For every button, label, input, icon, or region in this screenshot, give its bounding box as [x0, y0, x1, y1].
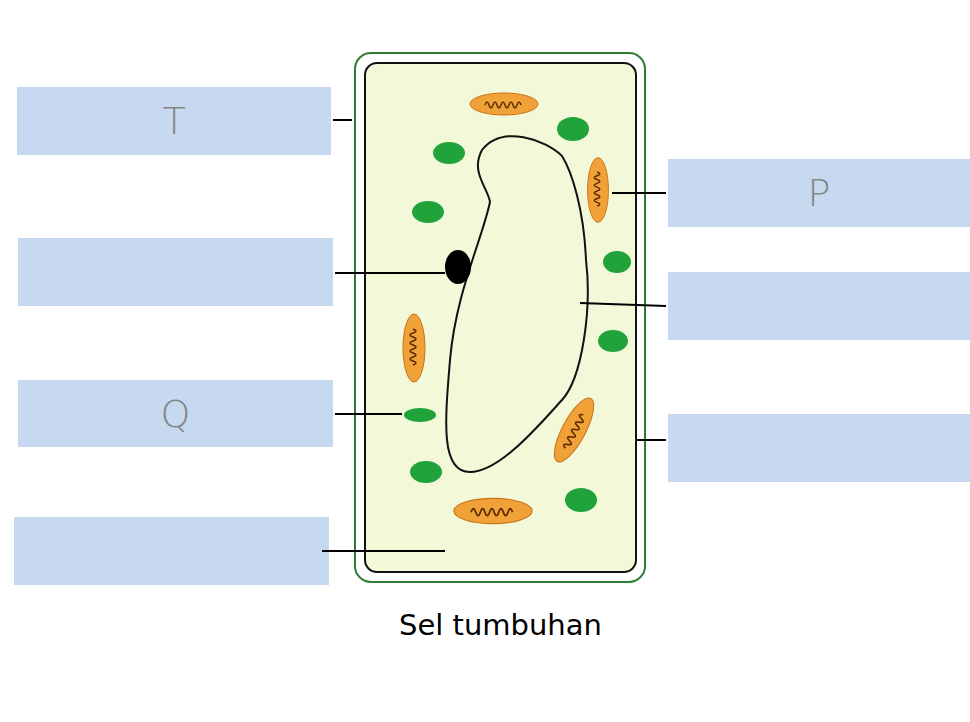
- empty-label-box: [668, 272, 970, 340]
- cell-wall: [355, 53, 645, 582]
- leader-lines: [322, 120, 666, 551]
- empty-label-box: [14, 517, 329, 585]
- part-letter: P: [808, 174, 831, 212]
- label-box: T: [17, 87, 331, 155]
- cell-membrane: [365, 63, 636, 572]
- label-box: P: [668, 159, 970, 227]
- mitochondria: [403, 93, 608, 524]
- label-box: Q: [18, 380, 333, 447]
- part-letter: T: [162, 102, 185, 140]
- chloroplasts: [404, 117, 631, 512]
- caption: Sel tumbuhan: [399, 608, 602, 642]
- empty-label-box: [668, 414, 970, 482]
- nucleus: [445, 250, 471, 284]
- empty-label-box: [18, 238, 333, 306]
- part-letter: Q: [161, 395, 191, 433]
